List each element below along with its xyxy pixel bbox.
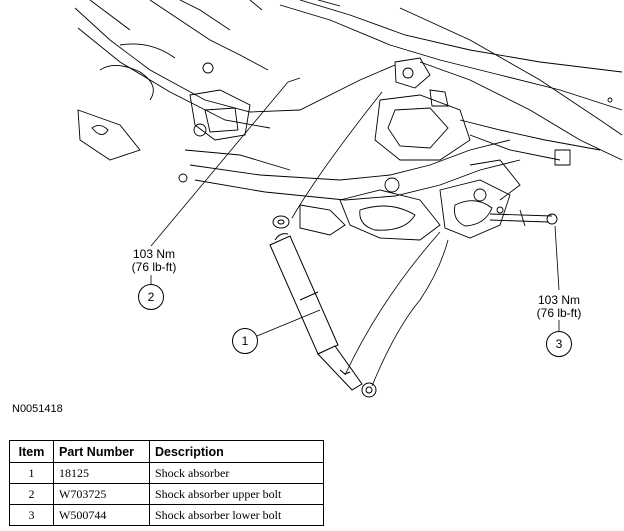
- table-header-row: Item Part Number Description: [9, 440, 324, 463]
- table-row: 1 18125 Shock absorber: [9, 462, 324, 484]
- parts-table: Item Part Number Description 1 18125 Sho…: [9, 440, 324, 526]
- torque-label-lower: 103 Nm (76 lb-ft): [528, 294, 590, 320]
- torque-nm: 103 Nm: [132, 247, 176, 261]
- cell-description: Shock absorber upper bolt: [149, 483, 324, 505]
- frame-rails: [74, 0, 623, 161]
- table-row: 3 W500744 Shock absorber lower bolt: [9, 504, 324, 526]
- cell-part-number: 18125: [53, 462, 150, 484]
- cell-item: 1: [9, 462, 54, 484]
- callout-3: 3: [546, 331, 572, 357]
- torque-label-upper: 103 Nm (76 lb-ft): [124, 248, 184, 274]
- torque-nm: 103 Nm: [537, 293, 581, 307]
- figure-id: N0051418: [12, 403, 63, 415]
- shock-absorber: [269, 215, 377, 398]
- left-bracket: [77, 43, 291, 183]
- torque-lbft: (76 lb-ft): [536, 306, 582, 320]
- header-part-number: Part Number: [53, 440, 150, 463]
- cell-item: 3: [9, 504, 54, 526]
- suspension-illustration: 103 Nm (76 lb-ft) 103 Nm (76 lb-ft) 1 2 …: [74, 0, 623, 398]
- table-row: 2 W703725 Shock absorber upper bolt: [9, 483, 324, 505]
- callout-2: 2: [138, 284, 164, 310]
- cell-part-number: W703725: [53, 483, 150, 505]
- torque-lbft: (76 lb-ft): [131, 260, 177, 274]
- header-description: Description: [149, 440, 324, 463]
- cell-description: Shock absorber: [149, 462, 324, 484]
- lower-arm: [299, 159, 558, 241]
- callout-1: 1: [232, 328, 258, 354]
- rear-crossmember: [189, 57, 601, 201]
- leader-lines: [150, 77, 560, 387]
- cell-item: 2: [9, 483, 54, 505]
- cell-description: Shock absorber lower bolt: [149, 504, 324, 526]
- header-item: Item: [9, 440, 54, 463]
- cell-part-number: W500744: [53, 504, 150, 526]
- frame-drawing: [74, 0, 623, 398]
